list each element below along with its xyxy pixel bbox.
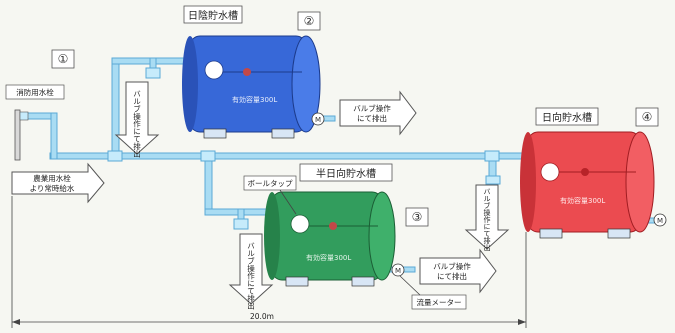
number-box-1: ① bbox=[51, 49, 75, 69]
hydrant-fixture bbox=[14, 109, 29, 161]
svg-text:消防用水栓: 消防用水栓 bbox=[16, 87, 54, 97]
tank-half-shade bbox=[264, 191, 396, 287]
svg-text:日陰貯水槽: 日陰貯水槽 bbox=[188, 9, 238, 22]
capacity-mid: 有効容量300L bbox=[306, 253, 351, 262]
valve-label-mid-right-1: バルブ操作 bbox=[433, 261, 471, 271]
top-outlet-arrow bbox=[339, 90, 417, 136]
svg-text:ボールタップ: ボールタップ bbox=[248, 179, 293, 188]
svg-text:④: ④ bbox=[642, 110, 653, 124]
valve-label-mid-vertical: バルブ操作にて排出 bbox=[246, 242, 255, 311]
distance-dimension bbox=[11, 196, 527, 328]
top-drain-arrow bbox=[114, 81, 160, 155]
meter-top: M bbox=[311, 112, 325, 126]
title-box-shade-tank: 日陰貯水槽 bbox=[183, 5, 243, 24]
meter-mid: M bbox=[391, 263, 405, 277]
svg-text:M: M bbox=[315, 116, 321, 124]
number-box-3: ③ bbox=[405, 207, 429, 227]
hydrant-label-box: 消防用水栓 bbox=[5, 84, 65, 100]
ball-tap-callout: ボールタップ bbox=[243, 175, 297, 215]
flow-meter-label: 流量メーター bbox=[399, 275, 467, 310]
svg-text:M: M bbox=[395, 267, 401, 275]
capacity-top: 有効容量300L bbox=[232, 95, 277, 104]
svg-text:①: ① bbox=[58, 52, 69, 66]
source-label-line1: 農業用水栓 bbox=[33, 173, 71, 183]
source-arrow bbox=[11, 162, 105, 204]
meter-right: M bbox=[653, 213, 667, 227]
svg-text:M: M bbox=[657, 217, 663, 225]
mid-outlet-arrow bbox=[419, 248, 497, 294]
valve-label-top-right-2: にて排出 bbox=[357, 113, 387, 123]
title-box-half-shade-tank: 半日向貯水槽 bbox=[299, 163, 393, 182]
title-box-sunny-tank: 日向貯水槽 bbox=[535, 107, 599, 126]
svg-text:流量メーター: 流量メーター bbox=[417, 297, 462, 307]
valve-label-top-vertical: バルブ操作にて排出 bbox=[132, 90, 141, 159]
svg-text:日向貯水槽: 日向貯水槽 bbox=[542, 111, 592, 124]
svg-text:③: ③ bbox=[412, 210, 423, 224]
valve-label-mid-right-2: にて排出 bbox=[437, 271, 467, 281]
distance-label: 20.0m bbox=[250, 312, 274, 321]
source-label-line2: より常時給水 bbox=[30, 183, 75, 193]
svg-text:半日向貯水槽: 半日向貯水槽 bbox=[316, 167, 376, 180]
pipe-fittings bbox=[107, 67, 501, 230]
svg-text:②: ② bbox=[304, 14, 315, 28]
tank-sunny bbox=[520, 131, 655, 239]
right-drain-arrow bbox=[464, 184, 510, 250]
capacity-right: 有効容量300L bbox=[560, 196, 605, 205]
mid-drain-arrow bbox=[228, 233, 274, 305]
number-box-2: ② bbox=[297, 11, 321, 31]
valve-label-top-right-1: バルブ操作 bbox=[353, 103, 391, 113]
tank-shade bbox=[182, 35, 321, 139]
valve-label-right-vertical: バルブ操作にて排出 bbox=[483, 188, 491, 252]
number-box-4: ④ bbox=[635, 107, 659, 127]
